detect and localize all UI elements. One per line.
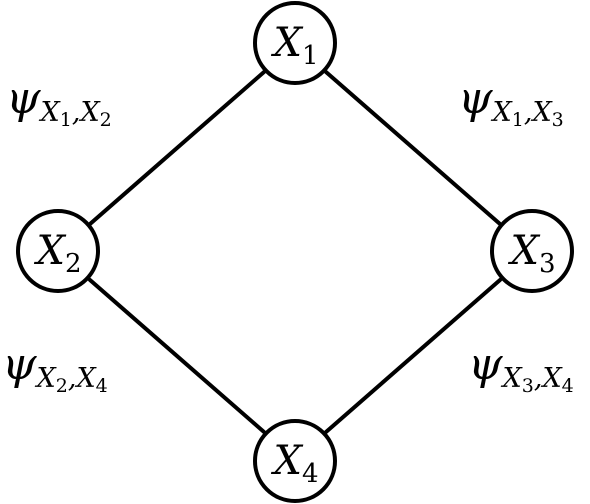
svg-text:X2: X2 — [33, 228, 81, 279]
potential-label-x2-x4: ψX2,X4 — [2, 339, 108, 397]
potential-label-x1-x3: ψX1,X3 — [458, 73, 564, 131]
svg-text:X1: X1 — [270, 20, 318, 71]
edge-x1-x3 — [324, 70, 502, 226]
node-x4-letter: X — [270, 438, 303, 484]
edge-x1-x2 — [88, 70, 266, 226]
node-x4-subscript: 4 — [302, 459, 319, 489]
edges — [88, 70, 502, 434]
node-x2-letter: X — [33, 228, 66, 274]
potential-label-x1-x2: ψX1,X2 — [6, 73, 112, 131]
node-x3-letter: X — [507, 228, 540, 274]
svg-text:X4: X4 — [270, 438, 318, 489]
node-x1-letter: X — [270, 20, 303, 66]
node-x3: X3 — [490, 209, 574, 293]
node-x4: X4 — [253, 419, 337, 503]
node-x1: X1 — [253, 1, 337, 85]
node-x3-subscript: 3 — [539, 249, 556, 279]
node-x2: X2 — [16, 209, 100, 293]
svg-text:X3: X3 — [507, 228, 555, 279]
node-x2-subscript: 2 — [65, 249, 82, 279]
edge-x2-x4 — [88, 278, 266, 434]
potential-label-x3-x4: ψX3,X4 — [468, 339, 574, 397]
node-x1-subscript: 1 — [302, 41, 319, 71]
edge-x3-x4 — [324, 278, 502, 434]
